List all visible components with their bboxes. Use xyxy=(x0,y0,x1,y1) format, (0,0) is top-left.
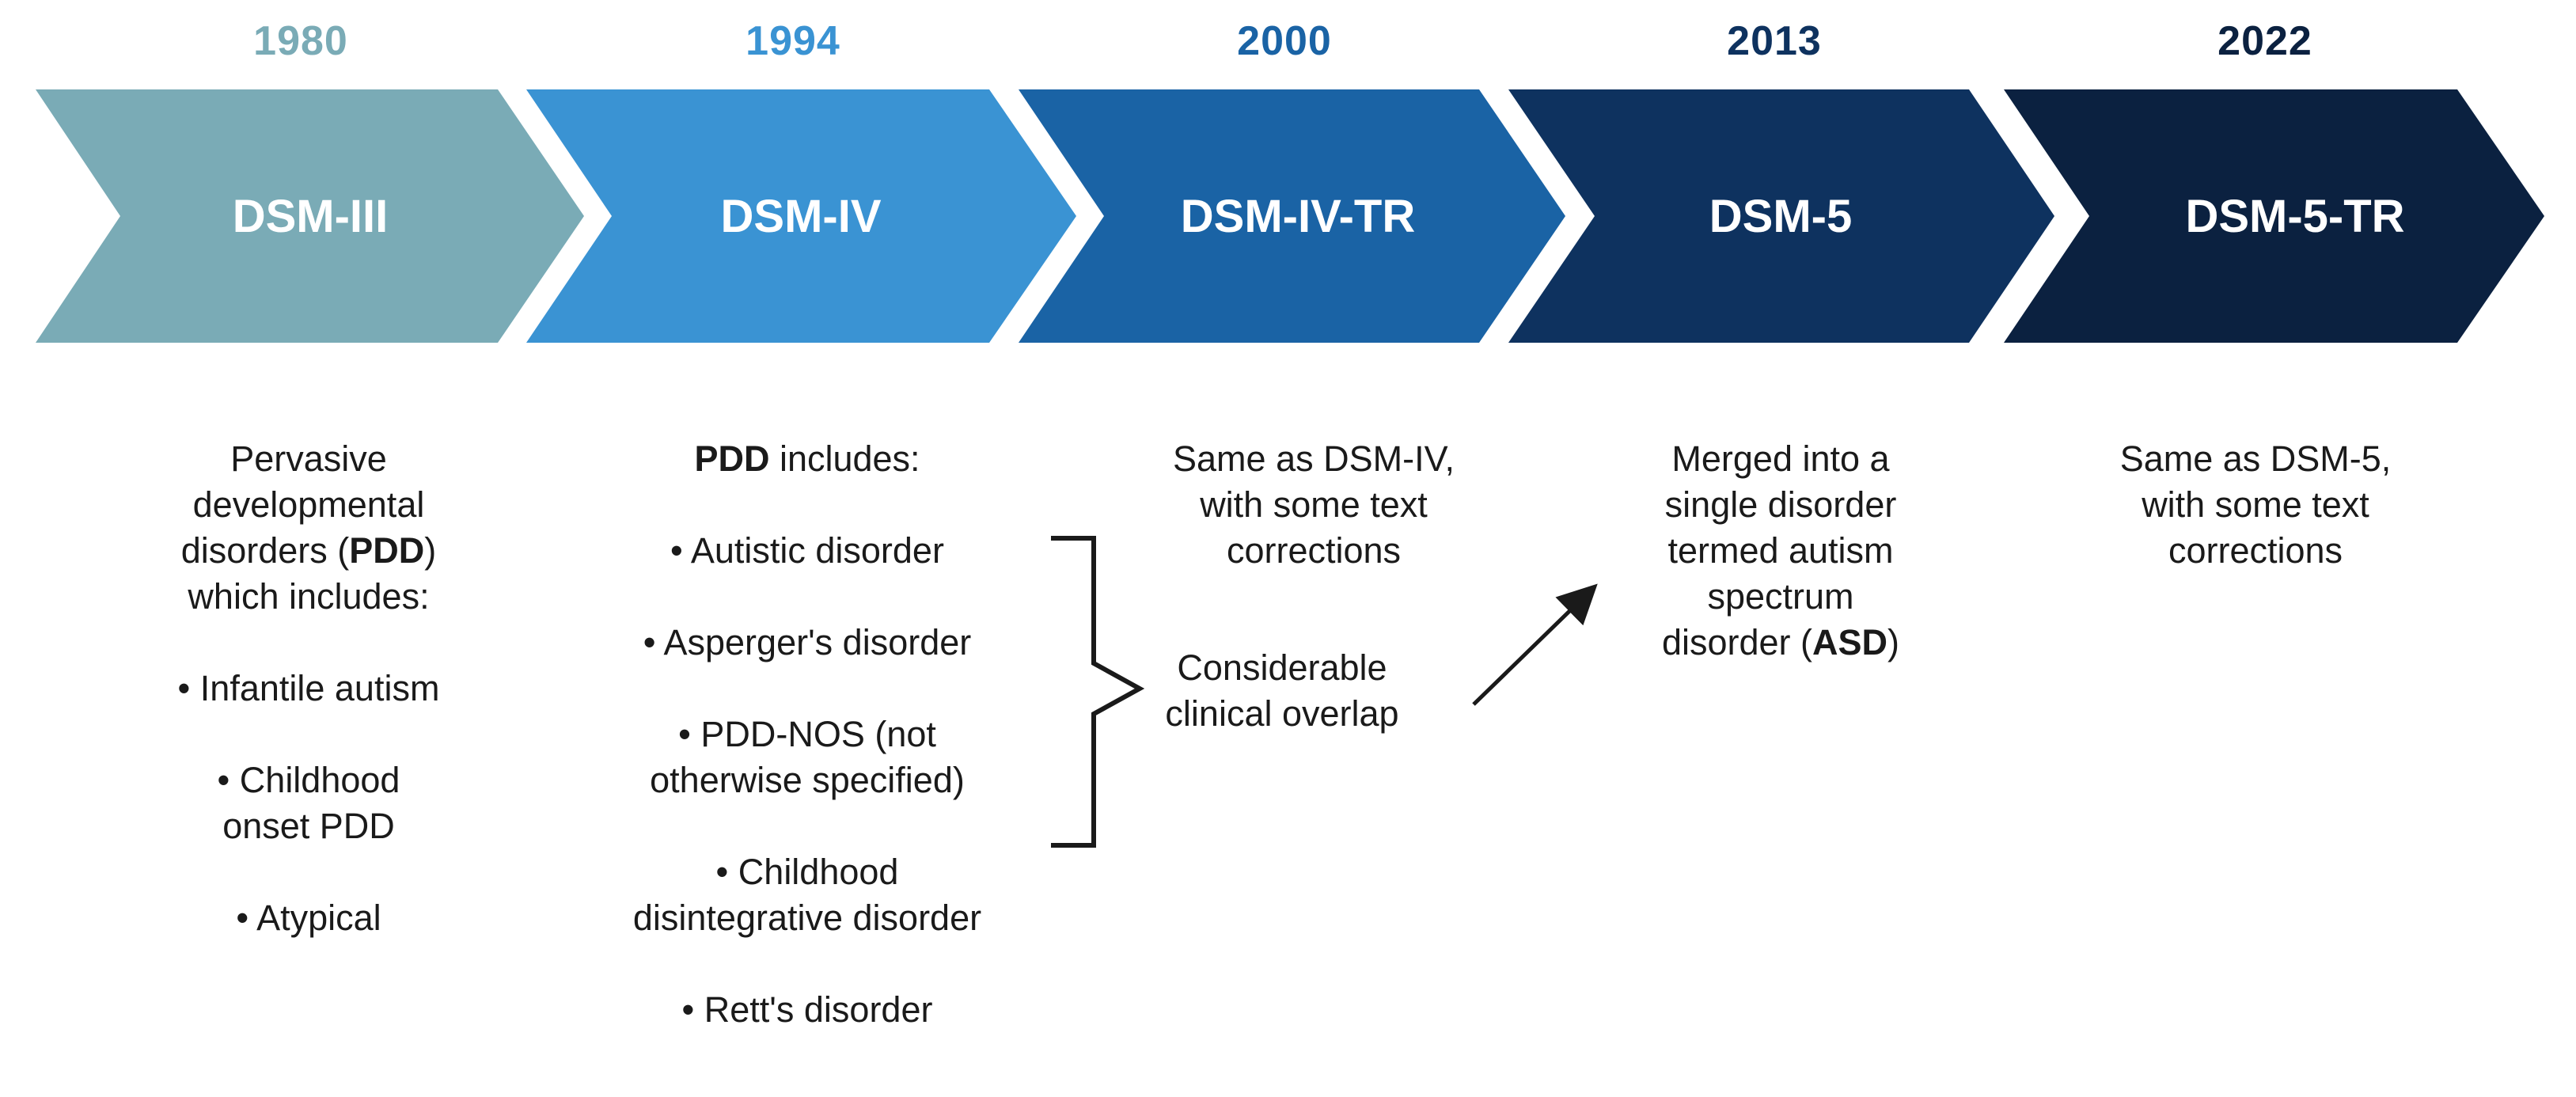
chevron-dsm-5 xyxy=(1508,89,2054,343)
dsm-5-tr-line-1: Same as DSM-5, xyxy=(2119,438,2392,479)
chevron-dsm-5-tr xyxy=(2004,89,2544,343)
dsm-iii-item-onset-pdd: onset PDD xyxy=(222,806,395,846)
overlap-line-2: clinical overlap xyxy=(1165,693,1399,734)
dsm-iii-intro-line-3: disorders (PDD) xyxy=(180,530,437,571)
dsm-iv-item-childhood: • Childhood xyxy=(715,852,899,892)
dsm-5-line-5: disorder (ASD) xyxy=(1661,622,1900,662)
year-dsm-iv-tr: 2000 xyxy=(1237,18,1332,64)
dsm-iii-intro-line-4: which includes: xyxy=(188,576,430,617)
dsm-iv-item-disintegrative: disintegrative disorder xyxy=(632,898,982,938)
dsm-iv-item-asperger: • Asperger's disorder xyxy=(643,622,972,662)
chevron-label-dsm-iv-tr: DSM-IV-TR xyxy=(1181,191,1415,242)
dsm-iii-item-childhood: • Childhood xyxy=(217,760,400,800)
year-dsm-iii: 1980 xyxy=(253,18,348,64)
description-dsm-iii: Pervasive developmental disorders (PDD) … xyxy=(103,436,514,941)
dsm-iv-item-rett: • Rett's disorder xyxy=(681,989,933,1030)
dsm-iv-tr-line-1: Same as DSM-IV, xyxy=(1173,438,1455,479)
year-dsm-iv: 1994 xyxy=(745,18,840,64)
chevron-label-dsm-iv: DSM-IV xyxy=(721,191,882,242)
description-dsm-iv: PDD includes: • Autistic disorder • Aspe… xyxy=(586,436,1029,1033)
description-dsm-iv-tr: Same as DSM-IV, with some text correctio… xyxy=(1108,436,1519,574)
dsm-5-line-4: spectrum xyxy=(1707,576,1854,617)
dsm-5-line-3: termed autism xyxy=(1667,530,1894,571)
dsm-iv-tr-line-3: corrections xyxy=(1226,530,1402,571)
dsm-iv-tr-line-2: with some text xyxy=(1200,484,1428,525)
dsm-iii-intro-line-2: developmental xyxy=(192,484,425,525)
dsm-5-line-1: Merged into a xyxy=(1671,438,1890,479)
dsm-iii-item-infantile-autism: • Infantile autism xyxy=(177,668,440,708)
overlap-line-1: Considerable xyxy=(1177,647,1387,688)
pdd-abbrev: PDD xyxy=(349,530,425,571)
dsm-iv-item-pdd-nos-2: otherwise specified) xyxy=(650,760,965,800)
dsm-iv-item-autistic: • Autistic disorder xyxy=(670,530,944,571)
chevron-dsm-iv xyxy=(526,89,1076,343)
merge-arrow xyxy=(1472,583,1598,706)
asd-abbrev: ASD xyxy=(1812,622,1888,662)
timeline-chevrons: DSM-III DSM-IV DSM-IV-TR DSM-5 DSM-5-TR xyxy=(36,89,2544,343)
chevron-label-dsm-5: DSM-5 xyxy=(1709,191,1852,242)
chevron-label-dsm-5-tr: DSM-5-TR xyxy=(2185,191,2404,242)
description-dsm-5-tr: Same as DSM-5, with some text correction… xyxy=(2050,436,2461,574)
year-dsm-5: 2013 xyxy=(1727,18,1822,64)
dsm-5-line-2: single disorder xyxy=(1664,484,1897,525)
chevron-dsm-iv-tr xyxy=(1019,89,1565,343)
clinical-overlap-note: Considerable clinical overlap xyxy=(1124,645,1440,737)
year-dsm-5-tr: 2022 xyxy=(2217,18,2312,64)
chevron-label-dsm-iii: DSM-III xyxy=(233,191,389,242)
dsm-iii-item-atypical: • Atypical xyxy=(236,898,381,938)
dsm-iv-item-pdd-nos: • PDD-NOS (not xyxy=(678,714,936,754)
description-dsm-5: Merged into a single disorder termed aut… xyxy=(1575,436,1986,666)
dsm-5-tr-line-2: with some text xyxy=(2142,484,2369,525)
chevron-dsm-iii xyxy=(36,89,584,343)
dsm-iv-heading: PDD includes: xyxy=(694,438,920,479)
dsm-5-tr-line-3: corrections xyxy=(2168,530,2343,571)
dsm-iii-intro-line-1: Pervasive xyxy=(230,438,387,479)
